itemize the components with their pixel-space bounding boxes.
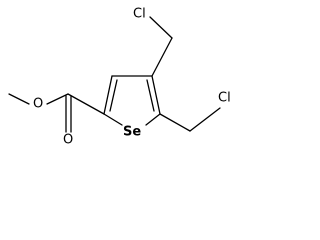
selenium-atom-label: Se	[123, 125, 141, 140]
ether-oxygen-label: O	[33, 97, 43, 112]
chemical-structure-diagram: Se O O Cl Cl	[8, 7, 231, 148]
bond-ch2-cl-lower	[189, 107, 221, 132]
bond-c2-carbonyl	[67, 93, 105, 115]
bond-c4-c5	[151, 75, 161, 115]
carbonyl-oxygen-label: O	[63, 133, 73, 148]
bond-c2-c3-inner	[109, 79, 118, 112]
selenophene-ring	[103, 75, 161, 126]
bond-c2-c3	[103, 75, 113, 115]
methyl-ester-group	[8, 93, 105, 133]
chlorine-lower-label: Cl	[218, 91, 231, 106]
bond-se-c2	[103, 113, 123, 126]
bond-c5-ch2	[159, 113, 191, 132]
bond-ch2-cl	[149, 16, 173, 39]
bond-c5-se	[145, 113, 161, 126]
chloromethyl-upper	[149, 16, 173, 77]
bond-c4-ch2	[151, 37, 173, 77]
bond-ether-o-methyl	[8, 93, 30, 105]
bond-c4-c5-inner	[146, 79, 155, 112]
chloromethyl-lower	[159, 107, 221, 132]
bond-carbonyl-ether-o	[46, 93, 69, 105]
chlorine-upper-label: Cl	[133, 7, 146, 22]
